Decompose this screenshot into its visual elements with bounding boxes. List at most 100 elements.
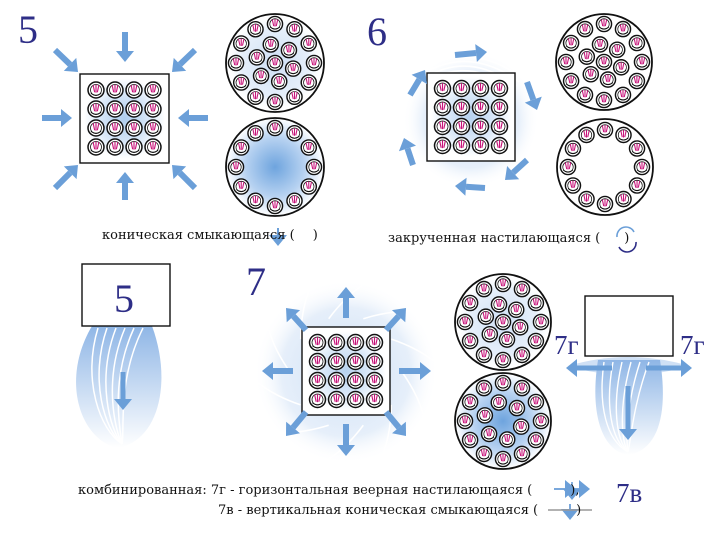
arrow-shaft <box>52 170 73 191</box>
arrow-head <box>63 165 78 180</box>
caption-swirl: закрученная настилающаяся () <box>388 231 629 246</box>
arrow-icon <box>172 47 198 72</box>
nozzle <box>286 20 303 38</box>
nozzle <box>365 352 384 371</box>
nozzle <box>494 275 512 293</box>
nozzle <box>452 117 471 136</box>
nozzle <box>365 333 384 352</box>
swirl-arc <box>618 241 637 253</box>
nozzle <box>87 100 105 118</box>
label-variant-5: 5 <box>18 7 38 52</box>
nozzle <box>471 79 490 98</box>
arrow-icon <box>563 482 581 500</box>
nozzle <box>527 431 545 449</box>
nozzle <box>232 35 250 52</box>
variant-5-flame <box>76 263 171 448</box>
nozzle <box>596 195 614 213</box>
arrow-icon <box>646 359 692 377</box>
nozzle <box>475 379 493 397</box>
nozzle <box>232 178 250 195</box>
arrow-head <box>392 421 406 436</box>
nozzle <box>433 136 452 155</box>
nozzle <box>308 333 327 352</box>
nozzle <box>490 117 509 136</box>
swirl-arc <box>616 226 635 238</box>
nozzle <box>475 280 493 298</box>
arrow-head <box>566 359 577 377</box>
nozzle <box>106 100 124 118</box>
nozzle <box>562 34 580 52</box>
nozzle <box>125 100 143 118</box>
nozzle <box>599 71 617 88</box>
nozzle <box>248 49 266 66</box>
arrow-head <box>116 172 134 183</box>
nozzle <box>512 418 530 435</box>
nozzle <box>490 394 508 411</box>
fan-line <box>281 424 329 434</box>
arrow-icon <box>172 165 198 191</box>
box-label-5: 5 <box>114 276 134 321</box>
arrow-head <box>411 70 428 85</box>
nozzle <box>481 325 499 343</box>
nozzle <box>286 88 303 106</box>
arrow-shaft <box>291 314 309 333</box>
nozzle <box>327 371 346 390</box>
arrow-head <box>398 138 417 152</box>
nozzle <box>327 333 346 352</box>
nozzle <box>346 390 365 409</box>
arrow-head <box>337 445 355 456</box>
nozzle <box>490 296 508 313</box>
nozzle <box>305 158 323 176</box>
variant-7-flame <box>566 295 692 455</box>
label-7g-left: 7г <box>554 330 579 360</box>
nozzle <box>532 412 550 430</box>
nozzle <box>452 136 471 155</box>
nozzle <box>477 308 495 325</box>
nozzle <box>262 36 280 53</box>
flame-line <box>91 327 123 445</box>
caption-conical-close: ) <box>312 228 318 243</box>
nozzle <box>527 332 545 350</box>
arrow-icon <box>286 308 309 333</box>
arrow-icon <box>52 165 78 191</box>
nozzle <box>557 53 575 71</box>
arrow-head <box>579 480 590 498</box>
arrow-shaft <box>407 77 422 97</box>
caption-vertical: 7в - вертикальная коническая смыкающаяся… <box>218 503 581 518</box>
nozzle <box>452 79 471 98</box>
arrow-icon <box>399 362 431 380</box>
arrow-head <box>337 287 355 298</box>
nozzle <box>106 81 124 99</box>
variant-5 <box>42 13 325 217</box>
nozzle <box>494 313 512 331</box>
nozzle <box>308 390 327 409</box>
arrow-shaft <box>465 183 486 191</box>
nozzle <box>527 393 545 411</box>
arrow-shaft <box>177 170 198 191</box>
fan-line <box>401 371 424 415</box>
nozzle <box>475 346 493 364</box>
nozzle <box>507 301 525 319</box>
nozzle <box>456 412 474 430</box>
arrow-shaft <box>383 410 402 430</box>
nozzle <box>461 332 479 350</box>
arrow-shaft <box>404 147 416 166</box>
nozzle <box>576 86 594 104</box>
nozzle <box>87 138 105 156</box>
flame-line <box>601 361 629 453</box>
nozzle <box>87 119 105 137</box>
arrow-icon <box>178 109 208 127</box>
nozzle <box>247 124 264 142</box>
arrow-icon <box>455 177 486 196</box>
nozzle <box>125 119 143 137</box>
arrow-shaft <box>290 410 309 430</box>
nozzle <box>346 352 365 371</box>
nozzle <box>596 121 614 139</box>
nozzle <box>576 20 594 38</box>
nozzle <box>144 138 162 156</box>
nozzle <box>266 119 284 137</box>
nozzle <box>471 117 490 136</box>
arrow-head <box>114 399 132 410</box>
nozzle <box>252 67 270 85</box>
nozzle <box>87 81 105 99</box>
